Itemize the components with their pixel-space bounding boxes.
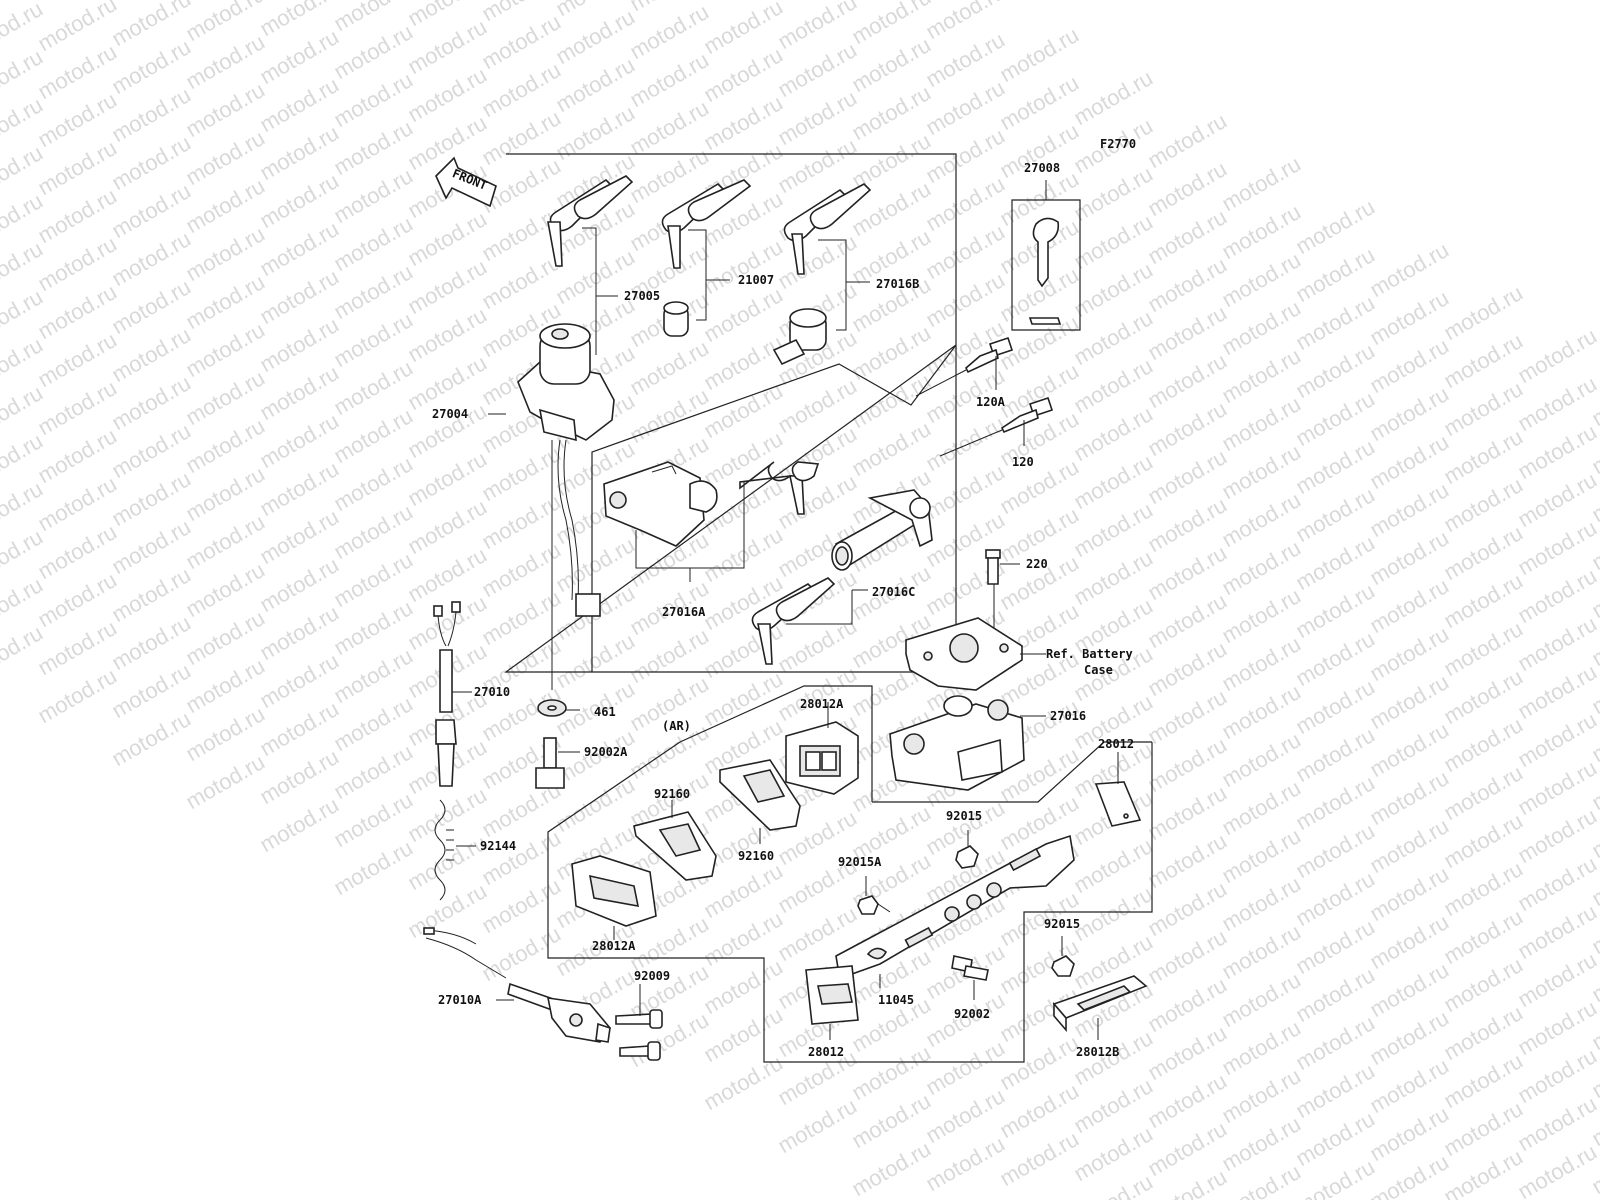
- part-label-92009: 92009: [634, 969, 670, 983]
- ref-label-line1: Ref. Battery: [1046, 647, 1133, 661]
- lock-cylinder-icon: [663, 301, 689, 337]
- key-tag-frame: [1011, 199, 1081, 331]
- ignition-switch-icon: [517, 323, 615, 617]
- key-pair-icon: [739, 461, 820, 515]
- part-label-92144: 92144: [480, 839, 516, 853]
- spring-icon: [434, 799, 454, 901]
- bolt-icon: [985, 549, 1001, 585]
- bolt-icon: [939, 396, 1054, 457]
- bolt-icon: [915, 336, 1014, 397]
- part-label-28012-right: 28012: [1098, 737, 1134, 751]
- washer-icon: [537, 699, 567, 717]
- part-label-92015-top: 92015: [946, 809, 982, 823]
- nut-icon: [1051, 955, 1075, 977]
- screw-icon: [619, 1041, 661, 1061]
- reflector-icon: [805, 965, 859, 1025]
- reflector-frame: [547, 685, 1153, 1063]
- front-arrow-icon: FRONT: [435, 156, 497, 208]
- part-label-27004: 27004: [432, 407, 468, 421]
- part-label-28012-bottom: 28012: [808, 1045, 844, 1059]
- reflector-icon: [785, 721, 859, 795]
- part-label-11045: 11045: [878, 993, 914, 1007]
- bolt-icon: [535, 737, 565, 789]
- part-label-92160-b: 92160: [738, 849, 774, 863]
- part-label-92015-bottom: 92015: [1044, 917, 1080, 931]
- part-label-27008: 27008: [1024, 161, 1060, 175]
- reflector-icon: [571, 855, 657, 927]
- part-label-92002: 92002: [954, 1007, 990, 1021]
- gasket-icon: [719, 759, 801, 831]
- reflector-icon: [1052, 975, 1148, 1033]
- key-pair-icon: [661, 179, 752, 269]
- reflector-icon: [1094, 781, 1142, 827]
- key-pair-icon: [547, 175, 634, 267]
- part-label-28012a-bottom: 28012A: [592, 939, 636, 953]
- part-label-92015a: 92015A: [838, 855, 882, 869]
- part-label-120: 120: [1012, 455, 1034, 469]
- part-label-28012a-top: 28012A: [800, 697, 844, 711]
- part-label-27016: 27016: [1050, 709, 1086, 723]
- key-blank-icon: [1028, 217, 1062, 325]
- helmet-lock-icon: [831, 489, 933, 571]
- part-label-92002a: 92002A: [584, 745, 628, 759]
- key-pair-icon: [751, 577, 836, 665]
- screw-icon: [615, 1009, 663, 1029]
- nut-icon: [955, 845, 979, 869]
- part-label-27010: 27010: [474, 685, 510, 699]
- part-label-92160-a: 92160: [654, 787, 690, 801]
- part-label-120a: 120A: [976, 395, 1006, 409]
- part-label-28012b: 28012B: [1076, 1045, 1119, 1059]
- seat-lock-icon: [772, 308, 827, 366]
- ref-label-line2: Case: [1084, 663, 1113, 677]
- diagram-code: F2770: [1100, 137, 1136, 151]
- lock-base-icon: [889, 695, 1025, 791]
- gasket-icon: [633, 811, 717, 881]
- lock-body-icon: [603, 461, 718, 547]
- bolt-icon: [951, 955, 989, 981]
- part-label-27005: 27005: [624, 289, 660, 303]
- switch-wire-icon: [433, 601, 461, 787]
- part-label-220: 220: [1026, 557, 1048, 571]
- switch-icon: [423, 927, 612, 1043]
- bracket-icon: [905, 617, 1023, 691]
- part-label-27016c: 27016C: [872, 585, 915, 599]
- part-label-27016a: 27016A: [662, 605, 706, 619]
- part-label-21007: 21007: [738, 273, 774, 287]
- part-label-27010a: 27010A: [438, 993, 482, 1007]
- key-pair-icon: [783, 183, 872, 275]
- nut-icon: [857, 895, 879, 915]
- note-ar: (AR): [662, 719, 691, 733]
- part-label-461: 461: [594, 705, 616, 719]
- part-label-27016b: 27016B: [876, 277, 919, 291]
